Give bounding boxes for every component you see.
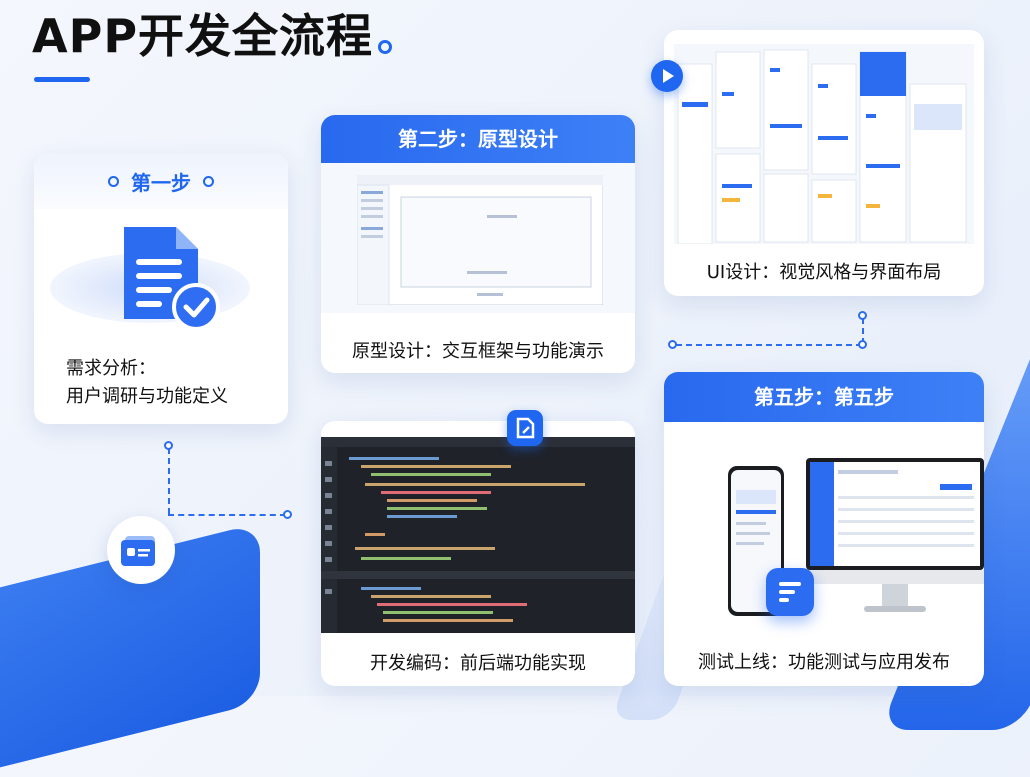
step1-header: 第一步 bbox=[34, 153, 288, 209]
connector-dot bbox=[668, 340, 677, 349]
prototype-wireframe bbox=[357, 175, 603, 305]
connector-step1-dev bbox=[168, 448, 170, 514]
ui-screens-collage bbox=[674, 44, 974, 244]
app-list-glyph bbox=[779, 582, 801, 602]
code-editor bbox=[321, 437, 635, 633]
step1-line1: 需求分析： bbox=[66, 358, 156, 379]
code-badge-glyph bbox=[516, 417, 535, 439]
page-title: APP开发全流程 bbox=[32, 9, 374, 63]
ring-icon bbox=[203, 175, 214, 187]
test-header: 第五步：第五步 bbox=[664, 372, 984, 422]
connector-dot bbox=[283, 510, 292, 519]
connector-ui-test-h bbox=[676, 344, 862, 346]
ui-design-card: UI设计：视觉风格与界面布局 bbox=[664, 30, 984, 296]
folder-glyph bbox=[121, 536, 155, 566]
folder-icon bbox=[107, 516, 175, 584]
test-caption: 测试上线：功能测试与应用发布 bbox=[698, 652, 950, 673]
devices-illustration bbox=[728, 458, 984, 616]
step1-description: 需求分析： 用户调研与功能定义 bbox=[66, 355, 228, 411]
title-dot-icon bbox=[378, 40, 392, 54]
step2-header: 第二步：原型设计 bbox=[321, 115, 635, 163]
code-lines bbox=[321, 437, 635, 633]
document-check-icon bbox=[124, 227, 220, 331]
connector-dot bbox=[858, 340, 867, 349]
step1-card: 第一步 需求分析： 用户调研与功能定义 bbox=[34, 153, 288, 424]
ui-design-caption: UI设计：视觉风格与界面布局 bbox=[706, 262, 942, 283]
connector-ui-test bbox=[862, 318, 864, 344]
step2-caption: 原型设计：交互框架与功能演示 bbox=[352, 341, 604, 362]
dev-caption: 开发编码：前后端功能实现 bbox=[370, 653, 586, 674]
connector-step1-dev-h bbox=[168, 514, 286, 516]
test-card: 第五步：第五步 测试上线：功能测试与应用发布 bbox=[664, 372, 984, 686]
step1-line2: 用户调研与功能定义 bbox=[66, 386, 228, 407]
dev-card: 开发编码：前后端功能实现 bbox=[321, 421, 635, 686]
ring-icon bbox=[108, 175, 119, 187]
app-list-icon bbox=[766, 568, 814, 616]
connector-dot bbox=[164, 441, 173, 450]
play-icon[interactable] bbox=[651, 60, 683, 92]
code-badge-icon bbox=[507, 410, 543, 446]
title-underline bbox=[34, 77, 90, 82]
connector-dot bbox=[858, 311, 867, 320]
step2-card: 第二步：原型设计 原型设计：交互框架与功能演示 bbox=[321, 115, 635, 373]
step1-label: 第一步 bbox=[131, 170, 191, 195]
